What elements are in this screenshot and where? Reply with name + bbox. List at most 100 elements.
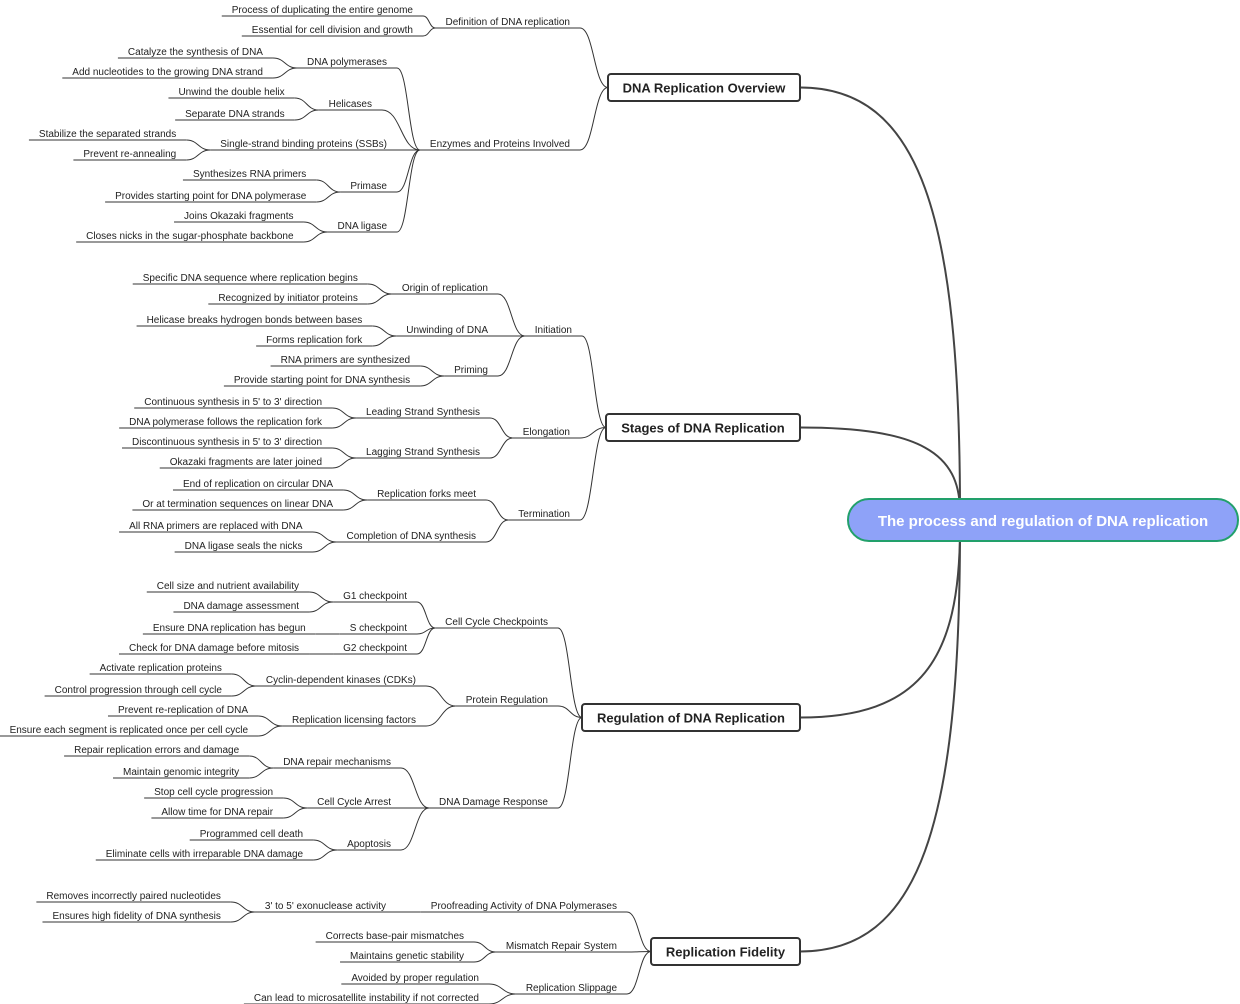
edge-b2-3-1-2: [343, 499, 368, 511]
node-b1-2-2-2: Separate DNA strands: [185, 109, 285, 120]
edge-b4-1-1-2: [230, 911, 255, 923]
edge-b3-2-1-1: [231, 673, 256, 687]
edge-b3-3-1-1: [249, 755, 274, 769]
node-b1-1-1: Process of duplicating the entire genome: [232, 5, 414, 16]
node-b3-3-2-1: Stop cell cycle progression: [154, 787, 273, 798]
root-node: [847, 498, 1239, 542]
node-b4-3-2: Can lead to microsatellite instability i…: [254, 993, 479, 1004]
edge-b2-3-2-1: [312, 531, 337, 543]
node-b1-2-4-1: Synthesizes RNA primers: [193, 169, 306, 180]
node-b3-3-2: Cell Cycle Arrest: [317, 797, 391, 808]
node-b3-2-2-2: Ensure each segment is replicated once p…: [10, 725, 249, 736]
node-b2-1-1-1: Specific DNA sequence where replication …: [143, 273, 358, 284]
node-b4-1-1: 3' to 5' exonuclease activity: [265, 901, 386, 912]
node-b3-3-1-1: Repair replication errors and damage: [74, 745, 240, 756]
node-b2-2-2-1: Discontinuous synthesis in 5' to 3' dire…: [132, 437, 322, 448]
node-b2-1-1-2: Recognized by initiator proteins: [218, 293, 358, 304]
edge-b2-3-2-2: [312, 541, 337, 553]
edge-root-branch-1: [799, 86, 961, 513]
node-b1-1-2: Essential for cell division and growth: [252, 25, 413, 36]
branch-node-1: [607, 73, 801, 102]
edge-b1-2: [579, 87, 609, 151]
node-b2-1-2-2: Forms replication fork: [266, 335, 363, 346]
node-b3-2-2-1: Prevent re-replication of DNA: [118, 705, 248, 716]
edge-b3-3-1-2: [249, 767, 274, 779]
node-b4-2: Mismatch Repair System: [506, 941, 617, 952]
node-b2-2-1-1: Continuous synthesis in 5' to 3' directi…: [144, 397, 322, 408]
edge-b4-1: [626, 911, 652, 952]
node-b2-1: Initiation: [535, 325, 572, 336]
root-node-label: The process and regulation of DNA replic…: [878, 513, 1208, 530]
node-b1-2: Enzymes and Proteins Involved: [430, 139, 570, 150]
node-b2-2-2: Lagging Strand Synthesis: [366, 447, 480, 458]
edge-b2-2: [579, 427, 607, 439]
edge-b1-2-4: [396, 149, 421, 193]
edge-b1-2-5-2: [303, 231, 328, 243]
edge-b4-3: [626, 951, 652, 995]
edge-b2-1-2-2: [372, 335, 397, 347]
edge-root-branch-3: [799, 527, 961, 719]
edge-b2-2-2: [489, 437, 513, 459]
node-b2-3-2-1: All RNA primers are replaced with DNA: [129, 521, 303, 532]
node-b1-2-5-1: Joins Okazaki fragments: [184, 211, 294, 222]
node-b2-1-3-2: Provide starting point for DNA synthesis: [234, 375, 410, 386]
node-b3-1-1-1: Cell size and nutrient availability: [157, 581, 299, 592]
edge-b2-1-1-2: [367, 293, 392, 305]
edge-b3-3: [557, 717, 583, 809]
node-b3-2-1-1: Activate replication proteins: [100, 663, 222, 674]
edge-b2-2-1-2: [332, 417, 357, 429]
node-b4-3-1: Avoided by proper regulation: [351, 973, 479, 984]
edge-b2-1: [581, 335, 607, 428]
edge-b1-2-5: [396, 149, 421, 233]
node-b2-1-3-1: RNA primers are synthesized: [281, 355, 411, 366]
edge-b1-2-3-2: [186, 149, 211, 161]
node-b1-2-4: Primase: [350, 181, 387, 192]
edge-b1-2-1-1: [272, 57, 297, 69]
edge-root-branch-4: [799, 527, 961, 953]
node-b2-2: Elongation: [523, 427, 570, 438]
edge-b3-1-1-2: [309, 601, 334, 613]
edge-b2-3: [579, 427, 607, 521]
node-b1-1: Definition of DNA replication: [445, 17, 570, 28]
edge-b2-2-1-1: [332, 407, 357, 419]
node-b3-2: Protein Regulation: [466, 695, 548, 706]
edge-b1-1-2: [422, 27, 436, 37]
node-b1-2-3-1: Stabilize the separated strands: [39, 129, 176, 140]
edge-b3-2-2-2: [258, 725, 283, 737]
edge-b2-1-1-1: [367, 283, 392, 295]
node-b2-3-2: Completion of DNA synthesis: [346, 531, 476, 542]
branch-label-2: Stages of DNA Replication: [621, 421, 785, 436]
edge-b3-1-1: [416, 601, 436, 629]
node-b2-1-2: Unwinding of DNA: [406, 325, 488, 336]
edge-b3-1-1-1: [309, 591, 334, 603]
edge-b1-2-4-2: [316, 191, 341, 203]
branch-node-2: [605, 413, 801, 442]
edge-b3-1-3: [416, 627, 436, 655]
edge-b3-3-3-2: [313, 849, 338, 861]
node-b1-2-2: Helicases: [329, 99, 372, 110]
node-b3-3-1: DNA repair mechanisms: [283, 757, 391, 768]
edge-b1-2-2-1: [294, 97, 319, 111]
edge-b3-2: [557, 705, 583, 718]
edge-b2-1-3-2: [420, 375, 445, 387]
node-b2-2-2-2: Okazaki fragments are later joined: [170, 457, 322, 468]
edge-b1-1-1: [422, 15, 436, 29]
node-b1-2-1-2: Add nucleotides to the growing DNA stran…: [72, 67, 263, 78]
edge-b3-2-2-1: [258, 715, 283, 727]
node-b3-3-3-2: Eliminate cells with irreparable DNA dam…: [106, 849, 304, 860]
edge-b3-1: [557, 627, 583, 718]
node-b4-2-2: Maintains genetic stability: [350, 951, 464, 962]
edge-b1-1: [579, 27, 609, 88]
node-b3-3: DNA Damage Response: [439, 797, 548, 808]
edge-b3-3-3-1: [313, 839, 338, 851]
edge-b4-2-1: [473, 941, 496, 953]
branch-label-1: DNA Replication Overview: [623, 81, 787, 96]
node-b1-2-5-2: Closes nicks in the sugar-phosphate back…: [86, 231, 294, 242]
node-b3-3-1-2: Maintain genomic integrity: [123, 767, 239, 778]
branch-node-3: [581, 703, 801, 732]
edge-b2-2-2-1: [332, 447, 357, 459]
node-b3-3-2-2: Allow time for DNA repair: [161, 807, 273, 818]
node-b3-2-1-2: Control progression through cell cycle: [55, 685, 223, 696]
node-b2-3-1-1: End of replication on circular DNA: [183, 479, 333, 490]
edge-b1-2-4-1: [316, 179, 341, 193]
